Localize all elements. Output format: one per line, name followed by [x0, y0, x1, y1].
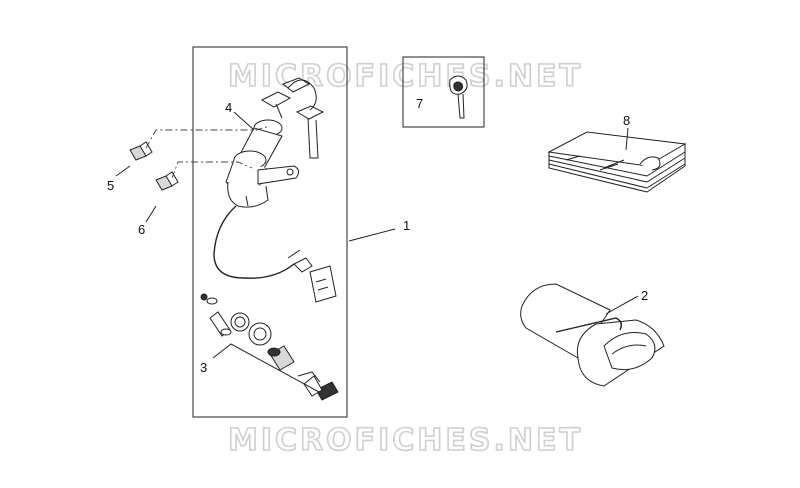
leader-5: [115, 165, 131, 177]
leader-3: [212, 343, 320, 393]
leader-8: [625, 127, 629, 151]
manual-booklet-icon: [547, 131, 687, 193]
dash-line-screw-5: [145, 125, 271, 149]
leader-1: [348, 228, 396, 242]
kit-frame: [192, 46, 348, 418]
screw-icon: [129, 141, 179, 191]
callout-4: 4: [225, 100, 232, 115]
leader-2: [605, 295, 639, 315]
leader-6: [145, 205, 157, 223]
lock-set-icon: [200, 293, 339, 401]
dash-line-screw-6: [171, 161, 253, 179]
callout-5: 5: [107, 178, 114, 193]
watermark-top: MICROFICHES.NET: [228, 59, 583, 94]
callout-8: 8: [623, 113, 630, 128]
leader-4: [233, 111, 255, 131]
callout-2: 2: [641, 288, 648, 303]
key-icon: [260, 77, 325, 159]
callout-7: 7: [416, 96, 423, 111]
key-icon: [449, 75, 468, 119]
key-frame: [402, 56, 485, 128]
callout-1: 1: [403, 218, 410, 233]
ignition-switch-icon: [213, 77, 337, 303]
tool-pouch-icon: [520, 283, 665, 387]
watermark-bottom: MICROFICHES.NET: [228, 423, 583, 458]
callout-6: 6: [138, 222, 145, 237]
callout-3: 3: [200, 360, 207, 375]
